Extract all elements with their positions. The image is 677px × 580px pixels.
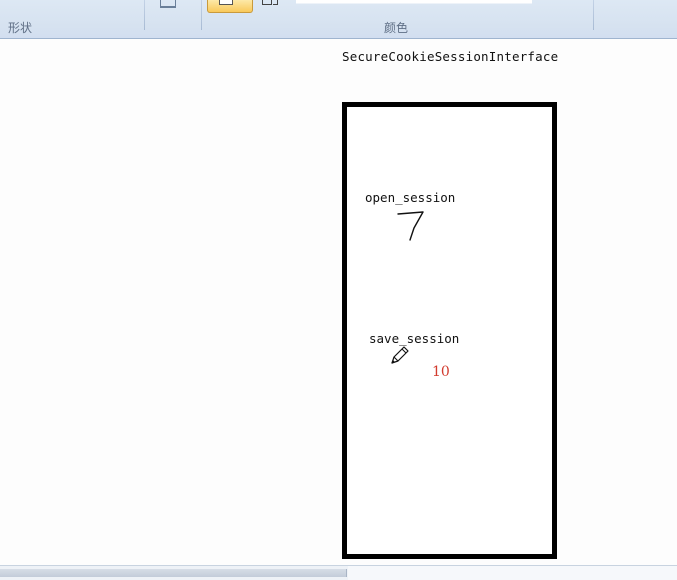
handwritten-number-seven	[397, 211, 424, 241]
horizontal-scrollbar[interactable]	[0, 565, 677, 580]
method-open-session: open_session	[365, 190, 456, 205]
ribbon-toolbar: 形状 颜色	[0, 0, 677, 39]
color1-button[interactable]	[207, 0, 253, 13]
diagram-title: SecureCookieSessionInterface	[342, 49, 559, 64]
ribbon-separator	[144, 0, 145, 30]
color1-swatch	[219, 0, 233, 5]
pencil-icon	[391, 346, 409, 364]
color-palette[interactable]	[296, 0, 532, 4]
ribbon-separator	[201, 0, 202, 30]
ribbon-separator	[593, 0, 594, 30]
color2-button[interactable]	[262, 0, 278, 5]
annotation-number: 10	[432, 364, 450, 380]
group-label-shapes: 形状	[8, 21, 33, 35]
scrollbar-track[interactable]	[348, 566, 677, 580]
method-save-session: save_session	[369, 331, 460, 346]
scrollbar-thumb[interactable]	[0, 569, 347, 577]
shape-outline-icon[interactable]	[160, 0, 176, 8]
color2-icon	[273, 0, 278, 5]
class-box[interactable]	[342, 102, 557, 559]
color2-swatch	[262, 0, 272, 5]
group-label-colors: 颜色	[384, 21, 409, 35]
